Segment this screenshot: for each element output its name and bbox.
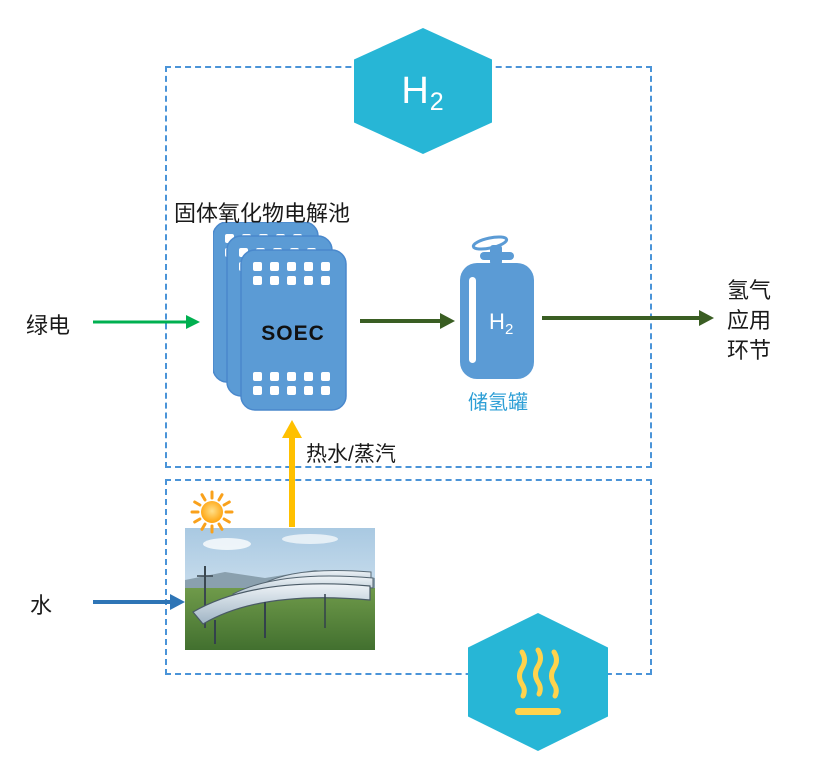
h2-application-line-3: 环节	[727, 338, 772, 363]
h2-application-line-2: 应用	[727, 308, 772, 333]
hydrogen-tank-icon: H 2	[460, 235, 534, 379]
tank-caption: 储氢罐	[468, 392, 528, 414]
heat-icon	[515, 647, 561, 715]
water-label: 水	[30, 593, 53, 618]
solar-thermal-section-box	[165, 479, 652, 675]
sun-icon	[190, 490, 234, 534]
h2-application-label: 氢气 应用 环节	[727, 276, 771, 366]
tank-highlight	[469, 277, 476, 363]
electrolyzer-label: 固体氧化物电解池	[174, 201, 351, 226]
soec-plate-front: SOEC	[240, 249, 347, 411]
h2-badge-text: H2	[401, 69, 444, 116]
h2-badge-sub: 2	[429, 87, 445, 116]
h2-application-line-1: 氢气	[727, 278, 772, 303]
tank-h2-sub: 2	[505, 321, 513, 338]
tank-h2-main: H	[489, 309, 505, 334]
tank-valve	[471, 235, 514, 265]
soec-text: SOEC	[261, 322, 325, 345]
h2-badge-main: H	[401, 69, 430, 112]
soec-stack-icon: SOEC	[213, 222, 347, 411]
green-power-label: 绿电	[26, 313, 71, 338]
h2-hexagon-icon: H2	[354, 28, 492, 154]
tank-body	[460, 263, 534, 379]
steam-label: 热水/蒸汽	[306, 443, 396, 466]
solar-trough-collector-image	[185, 528, 375, 650]
